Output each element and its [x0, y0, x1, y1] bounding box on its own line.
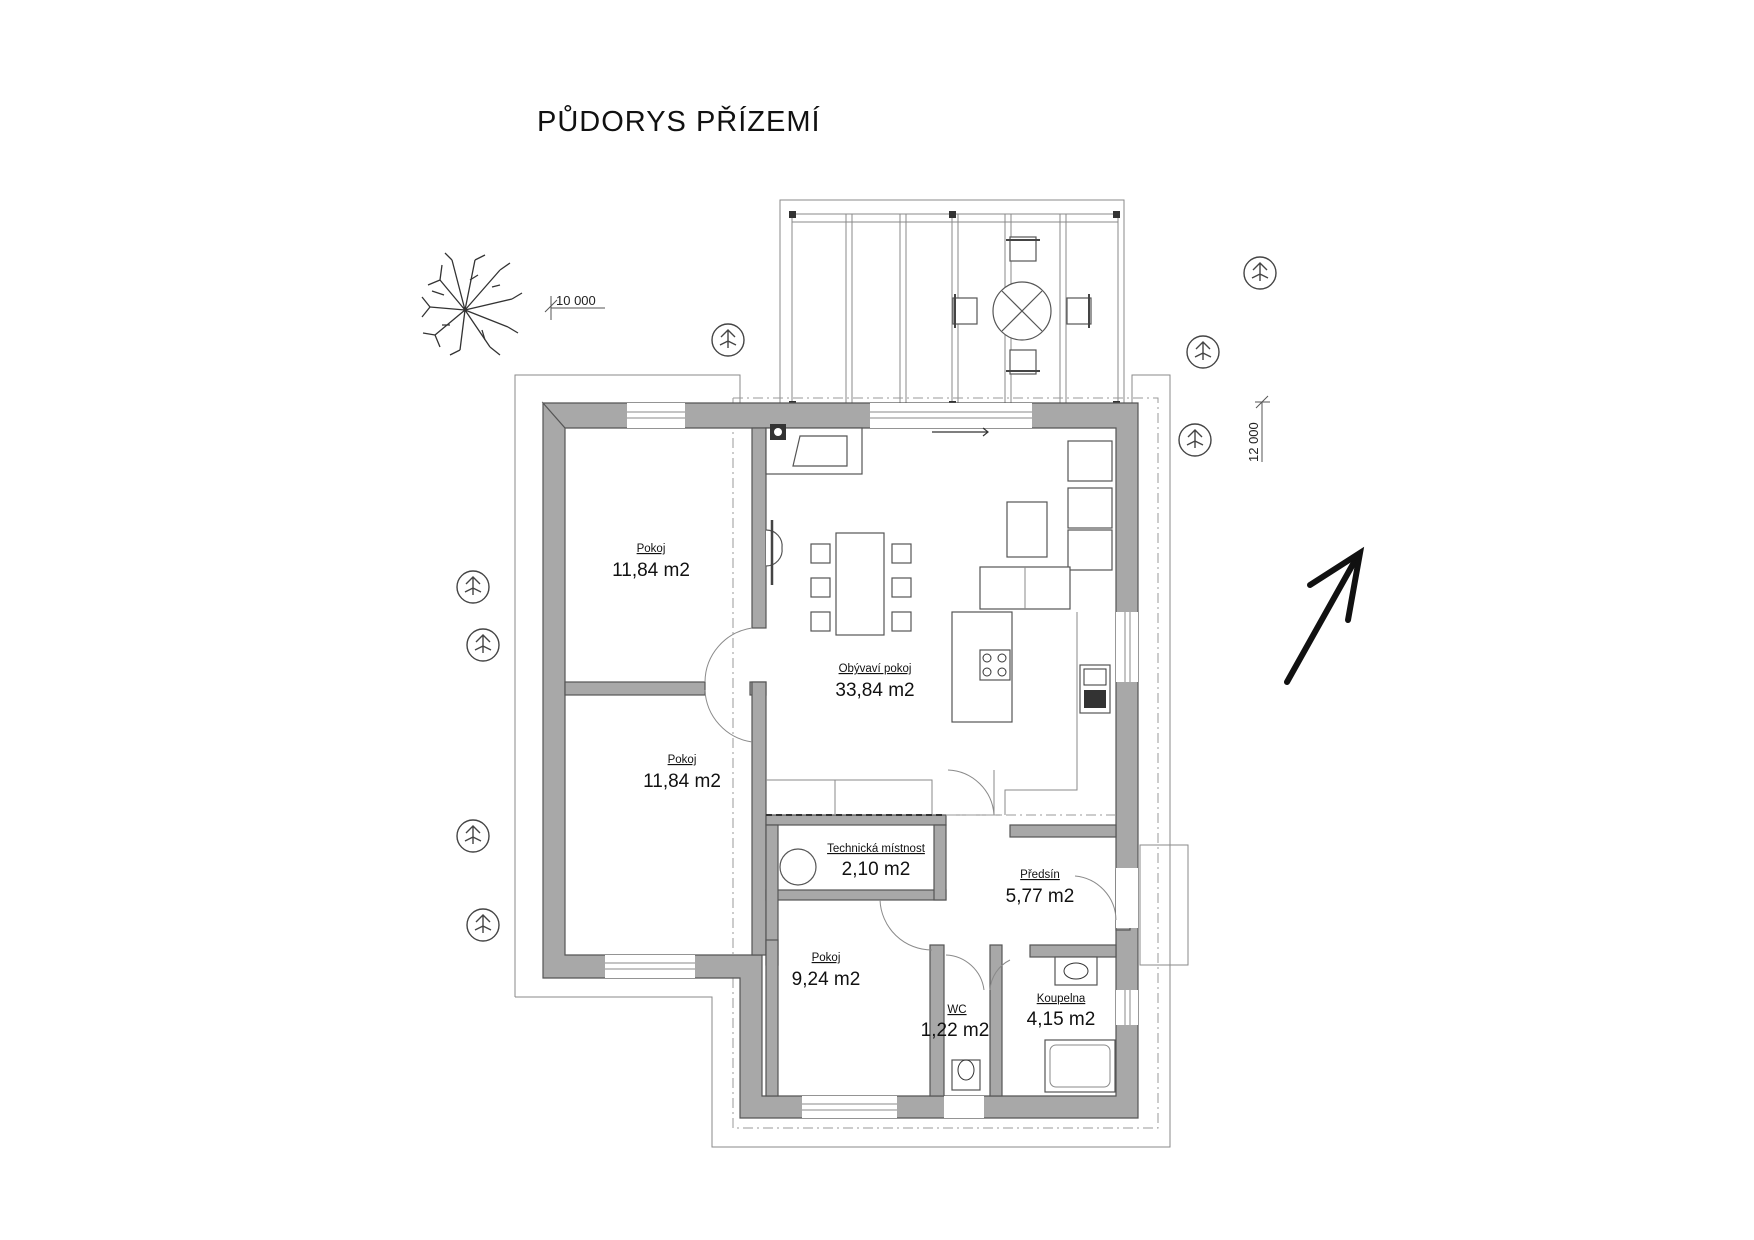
- room-technical: Technická místnost 2,10 m2: [827, 843, 926, 880]
- roof-overhang-line: [732, 397, 1159, 1129]
- living-furniture: [765, 424, 1113, 816]
- room-bedroom-1: Pokoj 11,84 m2: [612, 543, 690, 581]
- room-name: Pokoj: [637, 543, 666, 555]
- boiler: [779, 848, 817, 886]
- room-area: 5,77 m2: [1006, 886, 1075, 907]
- dimension-width: 10 000: [544, 293, 605, 320]
- room-living: Obývaví pokoj 33,84 m2: [835, 663, 914, 701]
- sanitary-fixtures: [951, 956, 1116, 1093]
- room-area: 11,84 m2: [612, 560, 690, 581]
- room-area: 2,10 m2: [842, 859, 911, 880]
- room-bedroom-3: Pokoj 9,24 m2: [792, 952, 861, 990]
- room-name: Koupelna: [1037, 993, 1086, 1005]
- dimension-width-label: 10 000: [556, 293, 596, 308]
- dimension-depth: 12 000: [1246, 395, 1270, 462]
- room-hall: Předsín 5,77 m2: [1006, 869, 1075, 907]
- room-name: Technická místnost: [827, 843, 926, 855]
- room-area: 33,84 m2: [835, 680, 914, 701]
- room-name: Předsín: [1020, 869, 1060, 881]
- room-area: 4,15 m2: [1027, 1009, 1096, 1030]
- north-arrow-icon: [1284, 546, 1365, 685]
- room-name: Obývaví pokoj: [839, 663, 912, 675]
- page-title: PŮDORYS PŘÍZEMÍ: [537, 106, 821, 138]
- terrace-table: [952, 236, 1092, 375]
- room-area: 9,24 m2: [792, 969, 861, 990]
- dimension-depth-label: 12 000: [1246, 422, 1261, 462]
- room-labels: Pokoj 11,84 m2 Pokoj 11,84 m2 Obývaví po…: [612, 543, 1095, 1041]
- room-bedroom-2: Pokoj 11,84 m2: [643, 754, 721, 792]
- room-name: Pokoj: [812, 952, 841, 964]
- room-wc: WC 1,22 m2: [921, 1004, 990, 1041]
- doors: [704, 627, 1117, 991]
- room-bathroom: Koupelna 4,15 m2: [1027, 993, 1096, 1030]
- room-area: 11,84 m2: [643, 771, 721, 792]
- walls: [541, 401, 1139, 1119]
- room-name: WC: [947, 1004, 966, 1016]
- room-area: 1,22 m2: [921, 1020, 990, 1041]
- tree-icon: [421, 252, 523, 356]
- room-name: Pokoj: [668, 754, 697, 766]
